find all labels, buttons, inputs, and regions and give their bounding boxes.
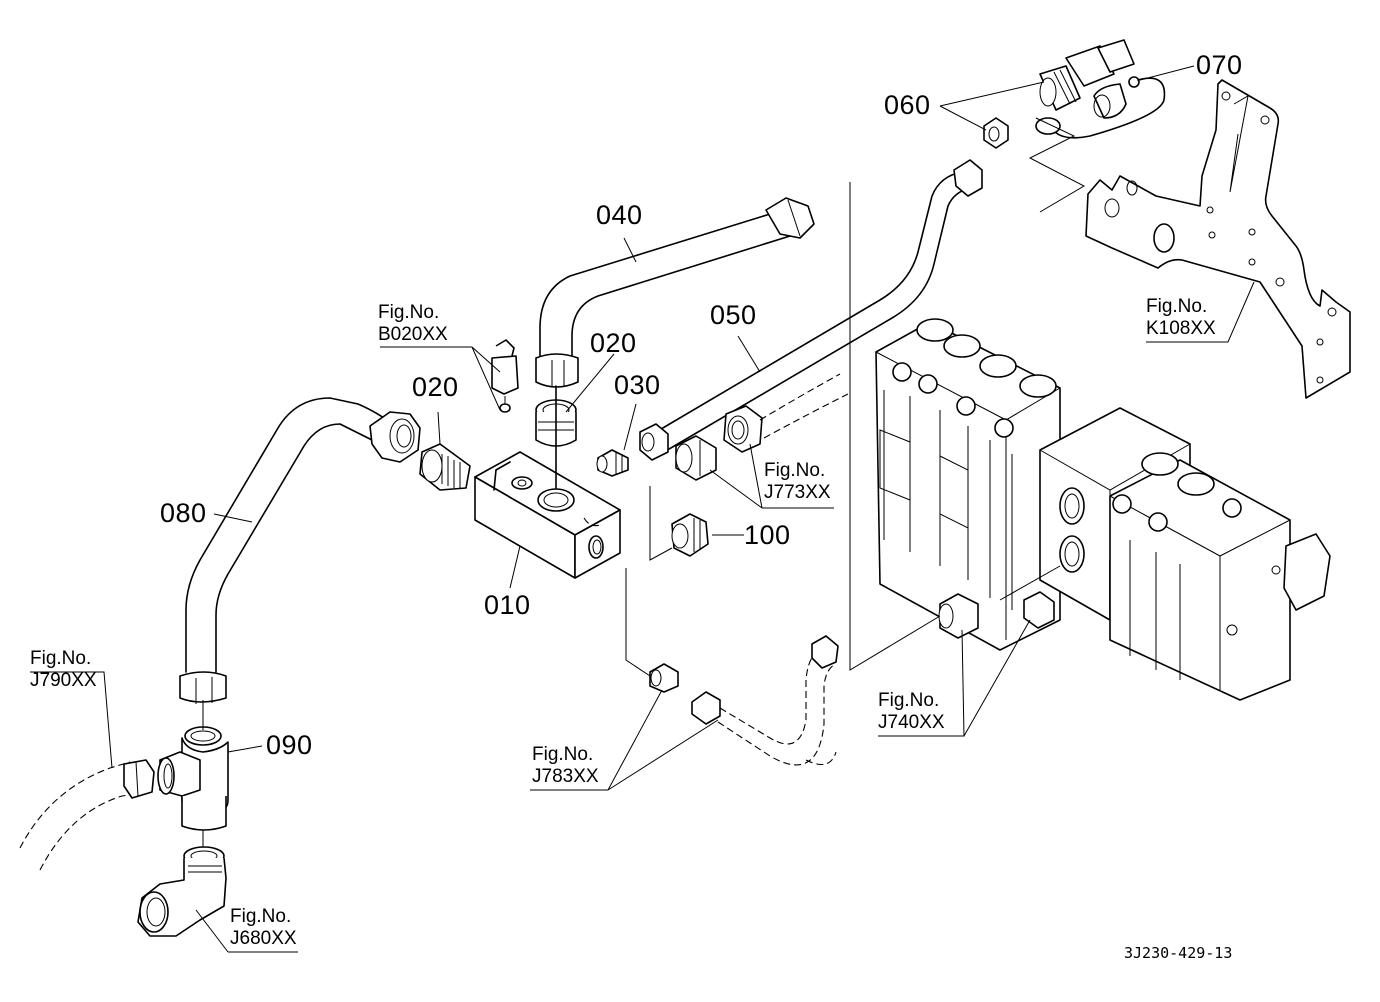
fig-ref-prefix: Fig.No. [764, 460, 826, 481]
valve-spool-caps [892, 318, 1057, 438]
fig-ref-j740: Fig.No. J740XX [878, 690, 949, 734]
fig-ref-prefix: Fig.No. [378, 302, 440, 323]
fig-ref-prefix: Fig.No. [30, 648, 92, 669]
block-010 [474, 451, 621, 579]
part-label-020-left: 020 [412, 372, 459, 402]
fig-ref-code: J740XX [878, 712, 945, 733]
fig-ref-prefix: Fig.No. [1146, 296, 1208, 317]
bracket-k108 [1085, 79, 1351, 399]
fig-ref-j680: Fig.No. J680XX [230, 906, 301, 950]
hose-j783 [649, 635, 839, 766]
fig-ref-prefix: Fig.No. [532, 744, 594, 765]
part-label-030: 030 [614, 370, 661, 400]
fig-ref-code: J680XX [230, 928, 297, 949]
fig-ref-prefix: Fig.No. [230, 906, 292, 927]
leader-lines [30, 65, 1255, 953]
part-label-050: 050 [710, 300, 757, 330]
fig-ref-j783: Fig.No. J783XX [532, 744, 603, 788]
part-label-090: 090 [266, 730, 313, 760]
fig-ref-k108: Fig.No. K108XX [1146, 296, 1220, 340]
fig-ref-j773: Fig.No. J773XX [764, 460, 835, 504]
adaptor-030 [596, 449, 629, 477]
fig-ref-j790: Fig.No. J790XX [30, 648, 101, 692]
fig-ref-prefix: Fig.No. [878, 690, 940, 711]
part-label-070: 070 [1196, 50, 1243, 80]
part-label-080: 080 [160, 498, 207, 528]
part-label-060: 060 [884, 90, 931, 120]
tee-joint-090 [157, 700, 229, 848]
fig-ref-code: J773XX [764, 482, 831, 503]
fig-ref-b020: Fig.No. B020XX [378, 302, 452, 346]
drawing-code: 3J230-429-13 [1124, 944, 1233, 962]
part-label-040: 040 [596, 200, 643, 230]
part-label-010: 010 [484, 590, 531, 620]
part-label-100: 100 [744, 520, 791, 550]
control-valve-j740 [875, 318, 1331, 701]
fig-ref-code: B020XX [378, 324, 448, 345]
pipe-040 [535, 197, 815, 388]
coupler-060-070 [983, 39, 1166, 213]
pipe-080 [179, 397, 421, 704]
fitting-j773 [675, 373, 849, 481]
part-label-020-top: 020 [590, 328, 637, 358]
adaptor-020-left [419, 443, 471, 491]
pipe-050 [639, 159, 983, 461]
sensor-b020 [491, 339, 519, 413]
fig-ref-code: K108XX [1146, 318, 1216, 339]
adaptor-020-top [535, 385, 577, 489]
fig-ref-code: J783XX [532, 766, 599, 787]
plug-100 [671, 513, 709, 557]
elbow-fitting-j680 [137, 846, 227, 937]
hose-j790-phantom [19, 759, 155, 871]
fig-ref-code: J790XX [30, 670, 97, 691]
